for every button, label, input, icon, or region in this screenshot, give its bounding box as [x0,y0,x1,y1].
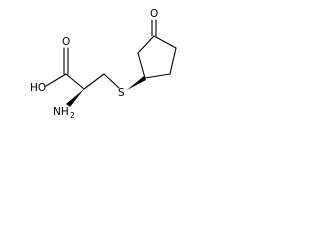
ring-bond-5 [144,73,171,79]
ring-bond-4 [169,47,177,75]
atom-label-sulfur: S [118,87,125,99]
atom-label-amine: NH [53,106,69,118]
bond-sulfur-ring-wedge [127,76,146,90]
bond-carboxyl-alpha [65,73,85,90]
ring-bond-3 [153,35,177,49]
atom-label-carbonyl-o: O [62,36,70,48]
atom-label-amine-subscript: 2 [70,111,75,120]
bond-carboxyl-oh [45,73,67,87]
atom-label-hydroxyl: HO [30,82,46,94]
bond-beta-sulfur [103,73,120,89]
bond-alpha-beta [83,73,105,90]
ring-bond-2 [137,35,155,54]
bond-alpha-amine-wedge [66,89,84,107]
chemical-structure: O HO NH 2 S O [30,8,177,120]
ring-bond-1 [137,52,146,79]
atom-label-ketone-o: O [150,8,158,20]
